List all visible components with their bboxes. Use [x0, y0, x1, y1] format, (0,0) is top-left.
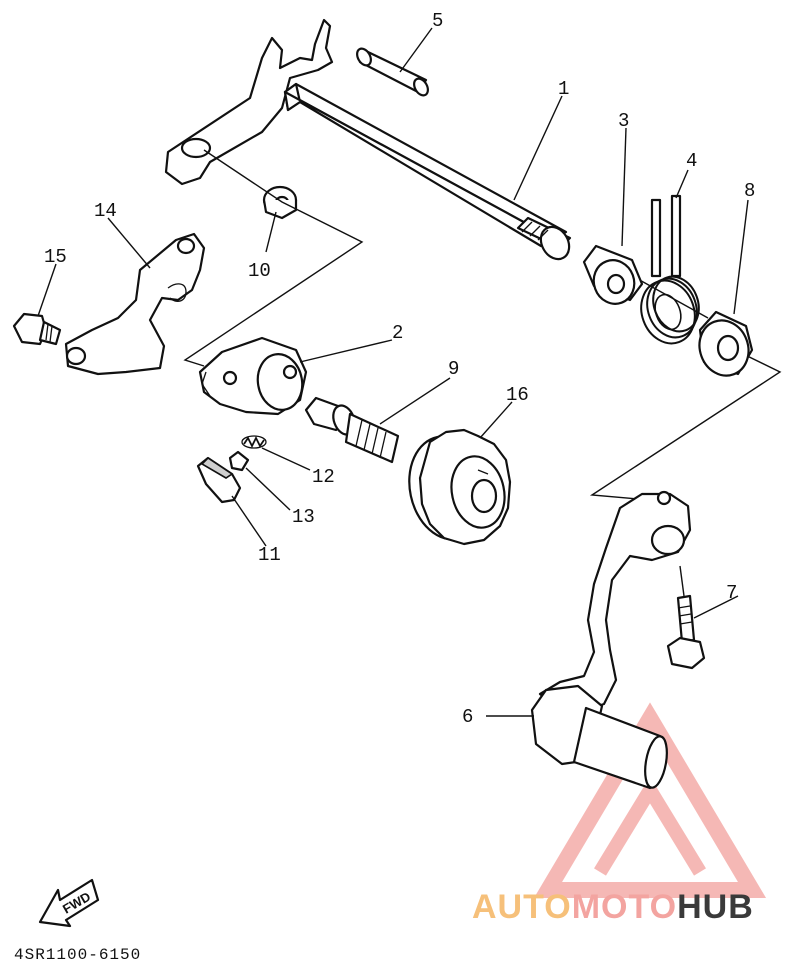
callout-15: 15 [44, 246, 67, 268]
oil-seal-part [698, 310, 754, 377]
callout-11: 11 [258, 544, 281, 566]
watermark-logo-icon [533, 702, 767, 898]
callout-labels: 5 1 3 4 8 14 15 10 2 9 16 12 13 11 7 6 [44, 10, 755, 728]
brand-moto: MOTO [571, 888, 678, 926]
callout-13: 13 [292, 506, 315, 528]
pedal-bolt-part [666, 594, 706, 670]
callout-9: 9 [448, 358, 459, 380]
bolt-part [12, 312, 62, 346]
pin-part [356, 47, 429, 97]
drawing-code: 4SR1100-6150 [14, 946, 142, 964]
callout-3: 3 [618, 110, 629, 132]
shift-shaft-part [164, 18, 572, 261]
callout-6: 6 [462, 706, 473, 728]
callout-7: 7 [726, 582, 737, 604]
callout-8: 8 [744, 180, 755, 202]
callout-2: 2 [392, 322, 403, 344]
shift-pedal-part [530, 490, 692, 790]
stopper-lever-part [64, 232, 206, 376]
spring-part [640, 194, 700, 345]
shift-cam-part [408, 428, 512, 546]
pivot-bolt-part [304, 396, 400, 464]
small-spring-part [241, 435, 267, 449]
callout-10: 10 [248, 260, 271, 282]
forward-arrow-icon: FWD [38, 878, 100, 928]
callout-5: 5 [432, 10, 443, 32]
callout-4: 4 [686, 150, 697, 172]
callout-leaders [37, 27, 749, 717]
watermark-brand: AUTOMOTOHUB [472, 888, 754, 927]
callout-1: 1 [558, 78, 569, 100]
callout-16: 16 [506, 384, 529, 406]
brand-auto: AUTO [472, 888, 572, 926]
collar-part [582, 244, 644, 305]
brand-hub: HUB [677, 888, 754, 926]
washer-part [262, 185, 298, 220]
stopper-part [196, 456, 242, 504]
segment-part [198, 336, 308, 416]
callout-14: 14 [94, 200, 117, 222]
small-pin-part [228, 450, 250, 472]
callout-12: 12 [312, 466, 335, 488]
